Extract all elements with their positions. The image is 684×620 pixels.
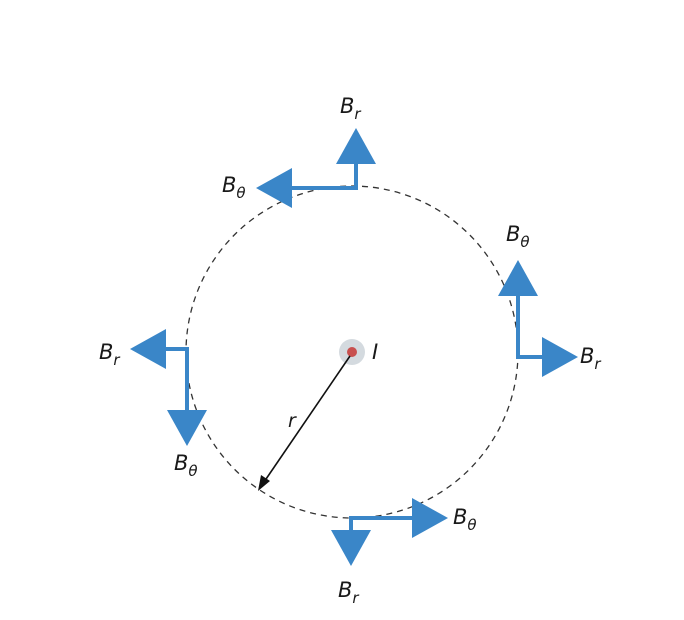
left-field-vectors: Br Bθ bbox=[99, 329, 207, 480]
left-Br-label: Br bbox=[99, 340, 120, 369]
left-Btheta-label: Bθ bbox=[174, 451, 198, 480]
radius-arrowhead bbox=[258, 475, 270, 491]
bottom-Br-label: Br bbox=[338, 578, 359, 607]
radius-arrow-line bbox=[263, 355, 351, 483]
top-Br-label: Br bbox=[340, 94, 361, 123]
radius-label: r bbox=[288, 410, 297, 432]
right-field-vectors: Bθ Br bbox=[498, 222, 601, 377]
current-label: I bbox=[372, 340, 378, 364]
bottom-Btheta-label: Bθ bbox=[453, 505, 477, 534]
right-Btheta-label: Bθ bbox=[506, 222, 530, 251]
right-Br-label: Br bbox=[580, 344, 601, 373]
bottom-field-vectors: Br Bθ bbox=[331, 498, 477, 607]
top-field-vectors: Br Bθ bbox=[222, 94, 376, 208]
top-Btheta-label: Bθ bbox=[222, 173, 246, 202]
wire-current-dot bbox=[347, 347, 357, 357]
